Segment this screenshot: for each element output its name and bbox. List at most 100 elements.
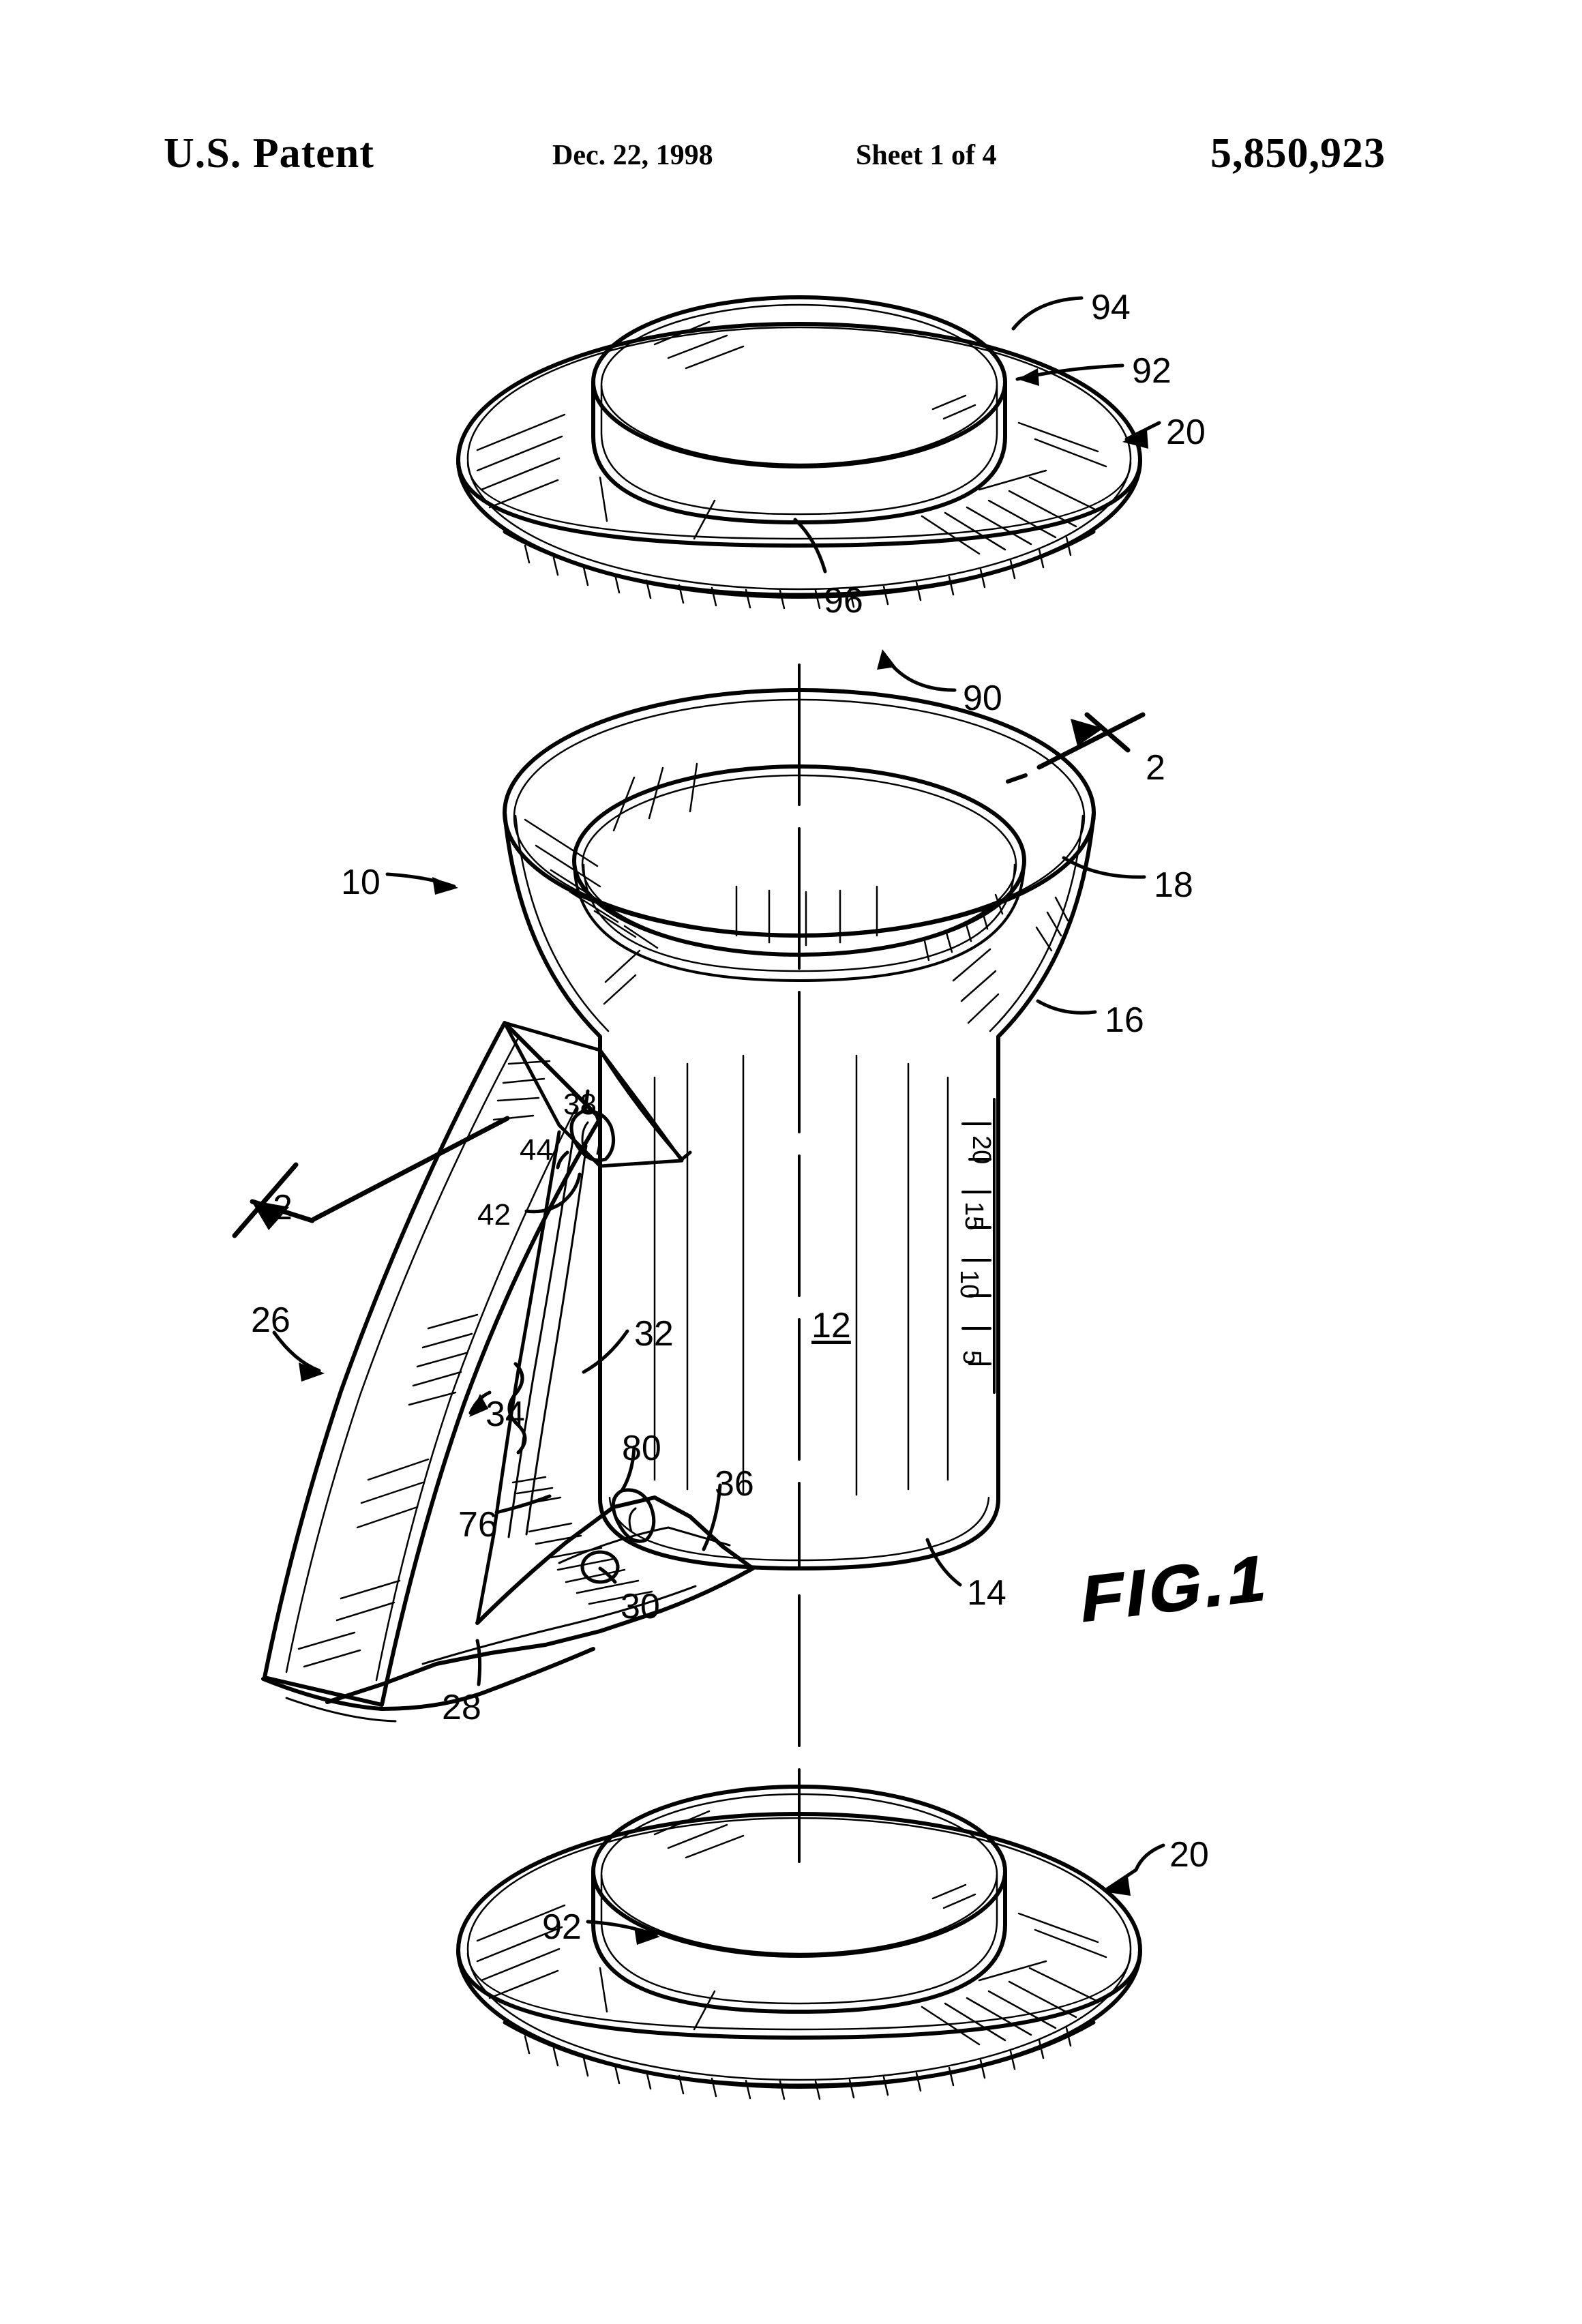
- ref-label-10: 10: [341, 863, 380, 902]
- ref-label-90: 90: [963, 679, 1002, 718]
- top-cap-hatch-left: [476, 413, 566, 509]
- arrowhead-34: [469, 1394, 488, 1417]
- ref-label-36: 36: [715, 1464, 754, 1504]
- leader-20-top: [1124, 421, 1161, 441]
- ref-label-80: 80: [622, 1429, 661, 1468]
- leader-36: [702, 1483, 722, 1551]
- cup-body-assembly: [385, 688, 1146, 1587]
- graduation-mark-10: 10: [955, 1270, 983, 1299]
- arrowhead-section-right: [1071, 719, 1103, 746]
- handle-latch-38-inner2: [595, 1114, 601, 1155]
- base-cap-boss-wall: [591, 1869, 1007, 2014]
- top-cap-underside-rim: [503, 530, 1096, 597]
- ref-label-28: 28: [442, 1688, 481, 1727]
- section-line-indicators: [232, 712, 1146, 1238]
- leader-76: [494, 1494, 552, 1515]
- patent-issue-date: Dec. 22, 1998: [552, 140, 713, 171]
- handle-hatch-lower: [335, 1458, 430, 1622]
- leader-44: [556, 1150, 569, 1170]
- top-cap-boss-wall: [591, 380, 1007, 524]
- cup-flare-marks-right: [1035, 896, 1069, 952]
- ref-label-2-left: 2: [273, 1188, 293, 1227]
- ref-label-26: 26: [251, 1300, 290, 1340]
- arrowhead-20-top: [1122, 430, 1148, 449]
- handle-upper-tab: [598, 1048, 692, 1161]
- handle-rib-32-echo: [507, 1139, 574, 1538]
- cup-bottom-edge: [598, 1497, 1000, 1570]
- ref-label-92-base: 92: [542, 1907, 582, 1947]
- cup-bore-hatch: [612, 762, 878, 947]
- arrowhead-92-top: [1017, 368, 1039, 386]
- base-cap-radial-notches: [599, 1960, 1047, 2031]
- base-cap-rim-serrations: [524, 2027, 1072, 2100]
- handle-outer-band: [263, 1021, 602, 1707]
- base-cap-boss-hatch: [653, 1810, 976, 1909]
- ref-label-92-top: 92: [1132, 351, 1171, 391]
- handle-hatch-upper: [492, 1060, 551, 1121]
- ref-label-44: 44: [520, 1133, 553, 1167]
- leader-42: [524, 1172, 582, 1214]
- leader-28: [475, 1639, 482, 1686]
- handle-hatch-mid: [408, 1313, 479, 1406]
- handle-break-line-34: [507, 1362, 527, 1455]
- cup-flare-left: [503, 811, 602, 1066]
- patent-number: 5,850,923: [1210, 130, 1386, 177]
- handle-base-edge: [261, 1647, 595, 1711]
- handle-band-inner-2: [375, 1105, 578, 1682]
- cup-flare-right-echo: [989, 814, 1084, 1032]
- ref-label-32: 32: [634, 1314, 674, 1354]
- base-cap-boss-wall-inner: [600, 1874, 998, 2005]
- handle-latch-38: [569, 1109, 616, 1162]
- section-arrow-left-shaft: [311, 1116, 510, 1222]
- base-cap-flange-inner: [466, 1817, 1132, 2081]
- handle-foot-pad: [325, 1495, 755, 1704]
- handle-foot-lower-edge: [421, 1585, 697, 1665]
- ref-label-76: 76: [458, 1505, 498, 1545]
- base-cap-hatch-left: [476, 1904, 566, 1999]
- handle-latch-38-inner: [581, 1121, 589, 1152]
- ref-label-20-top: 20: [1166, 413, 1206, 452]
- handle-pin-30: [580, 1550, 620, 1584]
- cup-flare-left-echo: [514, 814, 610, 1032]
- cup-bore-lower: [573, 859, 1026, 982]
- top-cap-boss-top-inner: [600, 303, 998, 466]
- base-cap-assembly: [456, 1785, 1165, 2100]
- ref-label-38: 38: [563, 1088, 597, 1121]
- cup-bore-lower-echo: [582, 863, 1016, 972]
- arrowhead-92-base: [634, 1927, 660, 1945]
- cup-bore-upper-echo: [581, 774, 1017, 955]
- top-cap-boss-wall-inner: [600, 385, 998, 516]
- leader-20-base: [1105, 1843, 1165, 1891]
- ref-label-12: 12: [811, 1306, 851, 1345]
- handle-bottom-sweep-hatch: [297, 1631, 361, 1668]
- handle-band-inner-1: [285, 1037, 520, 1673]
- arrowhead-10: [432, 877, 458, 895]
- cup-shoulder-hatch: [603, 948, 1000, 1024]
- ref-label-96: 96: [824, 581, 863, 621]
- top-cap-radial-notches: [599, 469, 1047, 540]
- sheet-number: Sheet 1 of 4: [856, 140, 997, 171]
- leader-94: [1011, 296, 1084, 331]
- arrowhead-90: [877, 649, 896, 670]
- graduation-mark-15: 15: [959, 1202, 988, 1231]
- base-cap-hatch-right: [921, 1912, 1107, 2046]
- top-cap-flange-top: [456, 322, 1142, 599]
- leader-26: [272, 1330, 321, 1373]
- top-cap-hatch-right: [921, 421, 1107, 555]
- handle-rib-32: [475, 1130, 561, 1625]
- handle-foot-hatch: [528, 1522, 653, 1605]
- handle-foot-inner: [558, 1526, 731, 1564]
- patent-header: U.S. Patent Dec. 22, 1998 Sheet 1 of 4 5…: [0, 130, 1582, 205]
- ref-label-94: 94: [1091, 288, 1131, 327]
- ref-label-30: 30: [621, 1587, 660, 1626]
- handle-boss-80-inner: [628, 1507, 637, 1533]
- handle-base-edge-echo: [285, 1697, 397, 1723]
- leader-14: [925, 1538, 962, 1587]
- section-dash-right: [1006, 773, 1028, 784]
- section-tick-left: [232, 1162, 299, 1238]
- base-cap-underside-rim: [503, 2021, 1096, 2087]
- ref-label-18: 18: [1154, 865, 1193, 905]
- cup-wall-highlights: [653, 1054, 949, 1496]
- handle-boss-80: [611, 1488, 656, 1543]
